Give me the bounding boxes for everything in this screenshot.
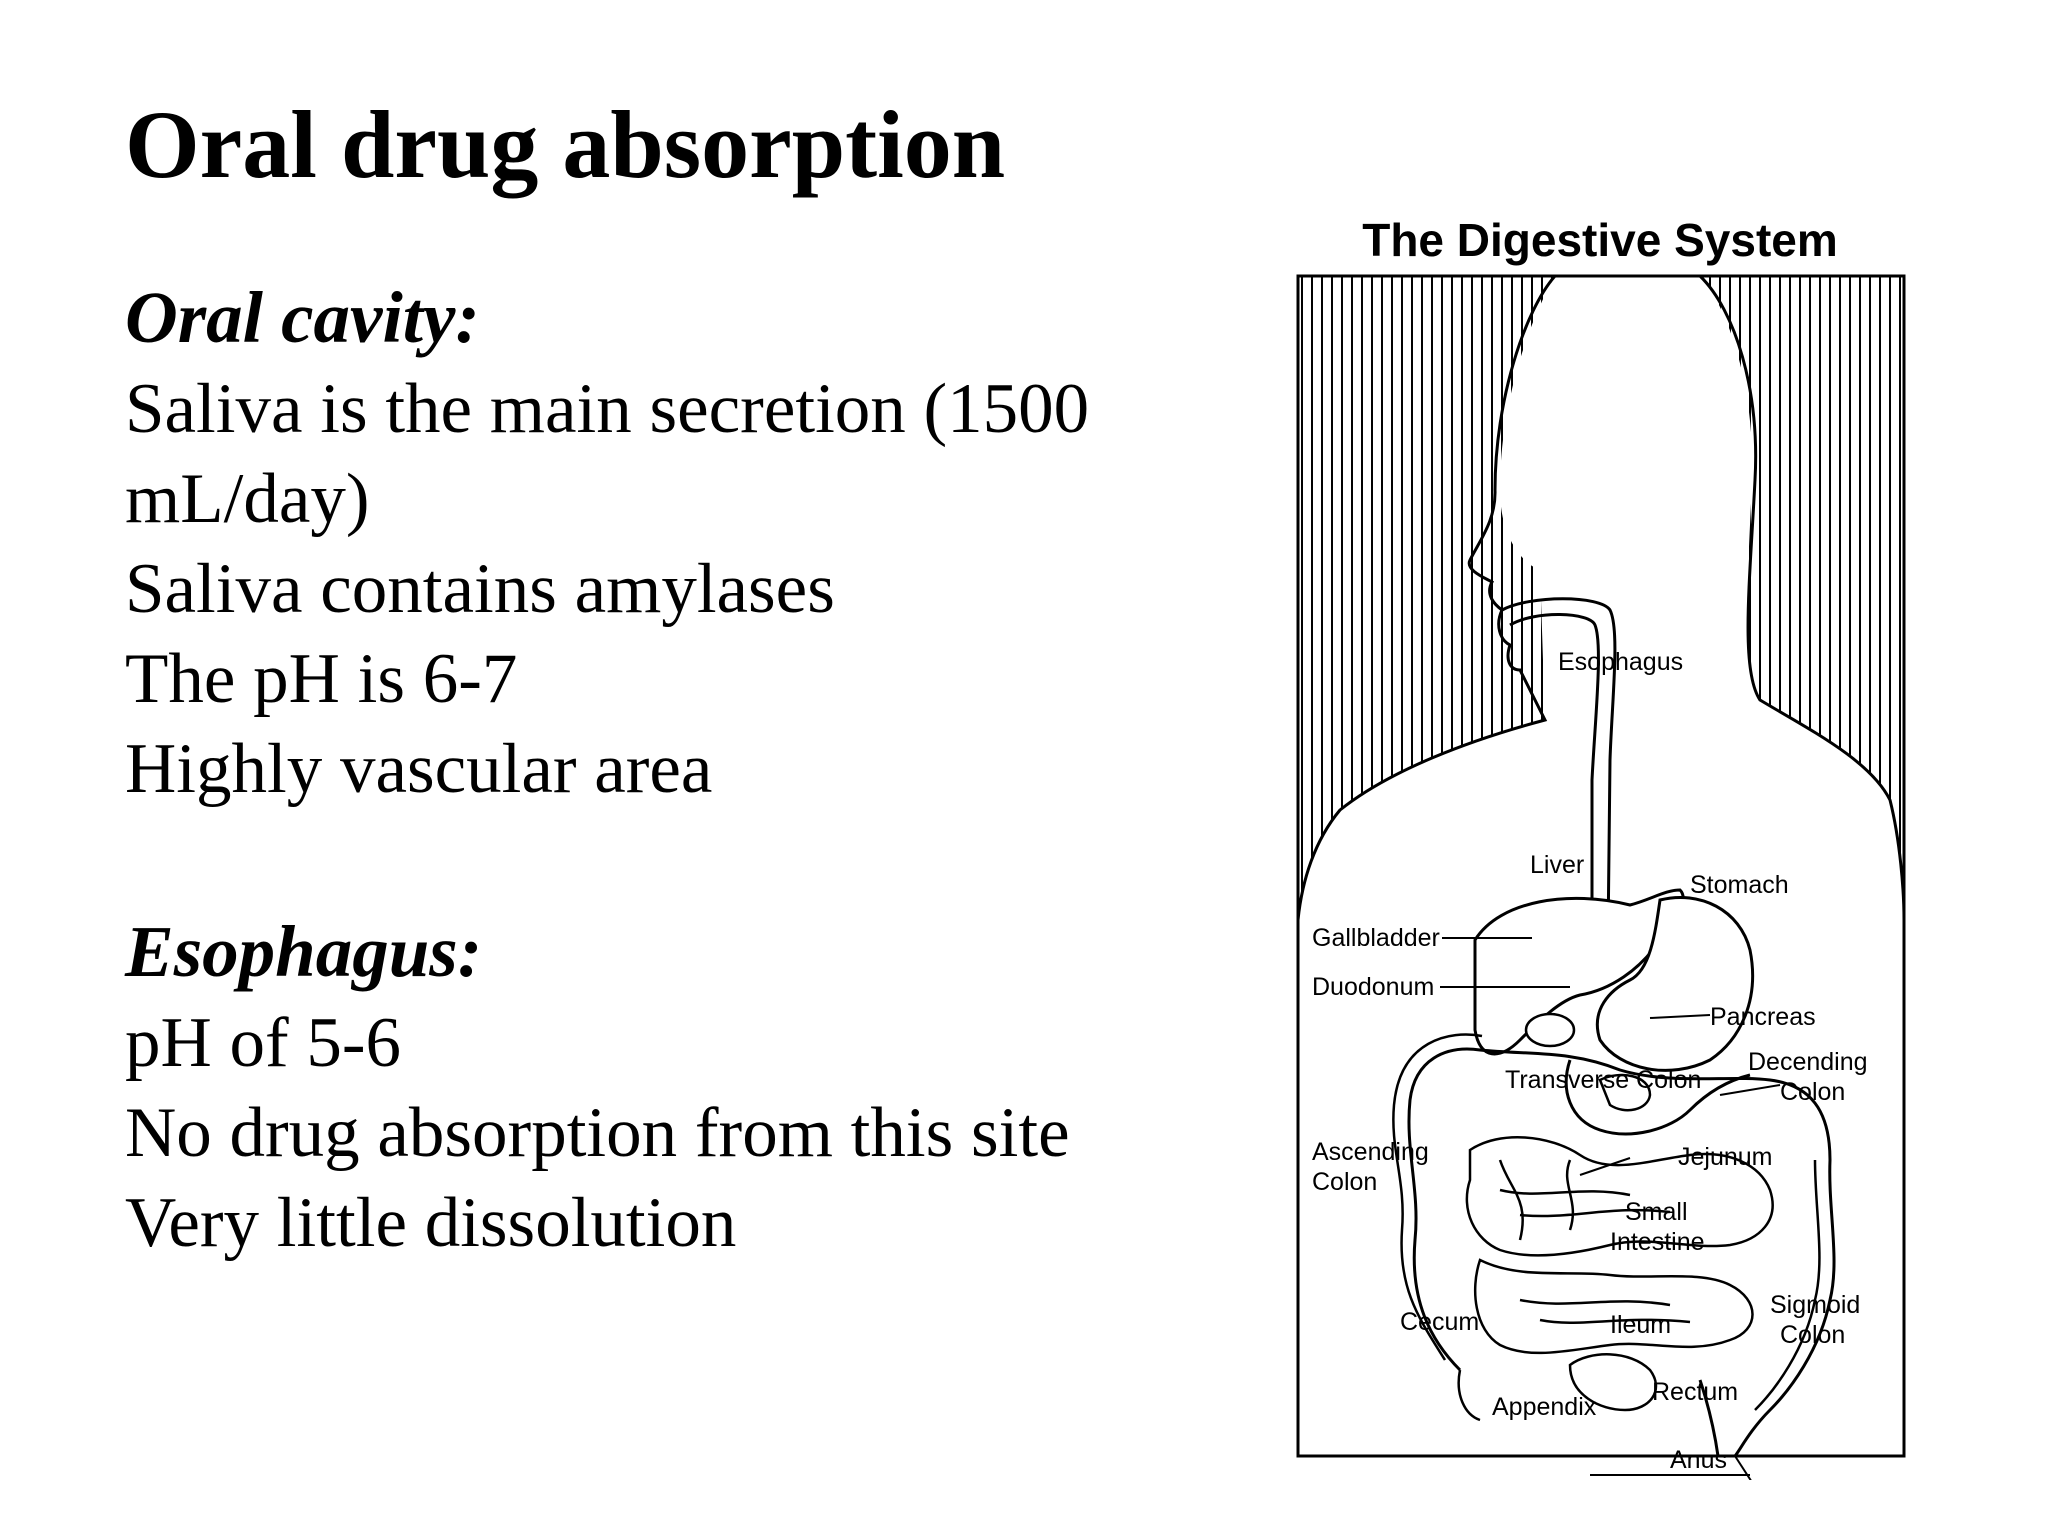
pancreas-shape [1598,1073,1652,1112]
slide-body: Oral cavity: Saliva is the main secretio… [125,272,1205,1268]
esophagus-line: No drug absorption from this site [125,1094,1070,1172]
digestive-system-svg: The Digestive System [1296,214,1906,1480]
oral-cavity-line: Saliva is the main secretion (1500 [125,370,1090,448]
intestine-folds [1498,1159,1691,1324]
digestive-system-diagram: The Digestive System [1270,200,1930,1480]
label-ascending-colon: Colon [1312,1168,1377,1196]
label-transverse-colon: Transverse Colon [1505,1066,1701,1094]
esophagus-line: Very little dissolution [125,1184,737,1262]
label-pancreas: Pancreas [1710,1003,1816,1031]
diagram-frame [1296,274,1906,1458]
label-decending-colon: Decending [1748,1048,1868,1076]
duodenum-shape [1564,1059,1751,1136]
esophagus-line: pH of 5-6 [125,1004,402,1082]
body-outline-left [1296,275,1557,921]
label-sigmoid-colon: Sigmoid [1770,1291,1860,1319]
diagram-title: The Digestive System [1362,214,1838,266]
label-ascending-colon: Ascending [1312,1138,1429,1166]
ileum-shape [1568,1353,1658,1412]
large-intestine-shape [1407,1047,1836,1457]
label-small-intestine: Small [1625,1198,1688,1226]
label-duodonum: Duodonum [1312,973,1434,1001]
jejunum-leader [1579,1157,1631,1176]
ascending-colon-wall [1392,1033,1483,1361]
oral-cavity-line: Saliva contains amylases [125,550,835,628]
oral-cavity-line: The pH is 6-7 [125,640,518,718]
esophagus-tube-inner [1509,613,1600,945]
label-rectum: Rectum [1652,1378,1738,1406]
label-sigmoid-colon: Colon [1780,1321,1845,1349]
stomach-shape [1595,895,1755,1072]
right-hatch-pattern [1700,276,1901,920]
oral-cavity-line: Highly vascular area [125,730,713,808]
gallbladder-shape [1524,1012,1576,1048]
label-decending-colon: Colon [1780,1078,1845,1106]
label-cecum: Cecum [1400,1308,1479,1336]
decending-colon-leader [1719,1084,1781,1096]
small-intestine-loop [1474,1258,1754,1355]
slide-title: Oral drug absorption [125,91,1006,198]
rectum-shape [1698,1379,1720,1457]
anus-leader [1734,1455,1752,1480]
label-anus: Anus [1670,1446,1727,1474]
label-small-intestine: Intestine [1610,1228,1705,1256]
label-gallbladder: Gallbladder [1312,924,1440,952]
section-spacer [125,814,1205,906]
label-appendix: Appendix [1492,1393,1597,1421]
label-jejunum: Jejunum [1678,1143,1773,1171]
label-esophagus: Esophagus [1558,648,1683,676]
descending-colon-wall [1754,1159,1821,1411]
esophagus-tube-outer [1501,597,1617,941]
label-ileum: Ileum [1610,1311,1671,1339]
label-liver: Liver [1530,851,1584,879]
oral-cavity-line: mL/day) [125,460,370,538]
oral-cavity-heading: Oral cavity: [125,277,480,358]
label-stomach: Stomach [1690,871,1789,899]
small-intestine-loop [1465,1136,1774,1257]
esophagus-heading: Esophagus: [125,911,483,992]
body-outline-right [1698,274,1906,921]
appendix-shape [1457,1369,1481,1422]
pancreas-leader [1649,1014,1711,1019]
